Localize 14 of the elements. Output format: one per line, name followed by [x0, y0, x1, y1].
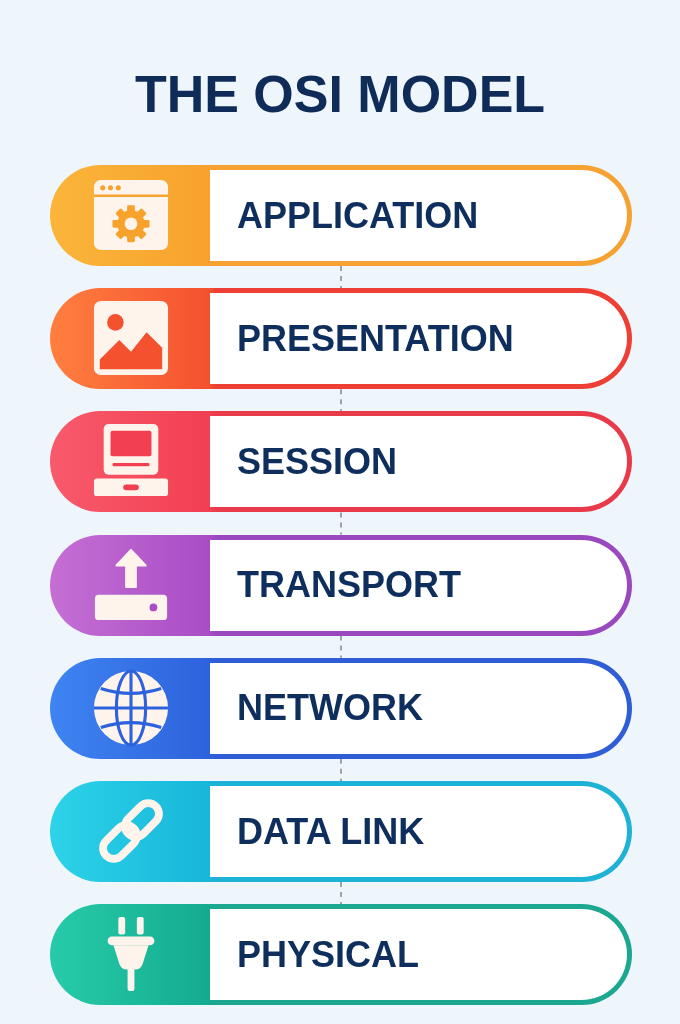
dashed-connector: [340, 881, 342, 905]
dashed-connector: [340, 511, 342, 536]
layer-name: PRESENTATION: [237, 318, 514, 359]
layer-name: SESSION: [237, 441, 398, 482]
layer-name: DATA LINK: [237, 811, 425, 852]
dashed-connector: [340, 265, 342, 289]
layer-name: APPLICATION: [237, 195, 479, 236]
dashed-connector: [340, 634, 342, 659]
title: THE OSI MODEL: [134, 64, 546, 124]
layer-name: PHYSICAL: [237, 934, 420, 975]
dashed-connector: [340, 388, 342, 413]
layer-name: NETWORK: [237, 688, 423, 729]
layer-name: TRANSPORT: [237, 565, 461, 606]
dashed-connector: [340, 758, 342, 782]
